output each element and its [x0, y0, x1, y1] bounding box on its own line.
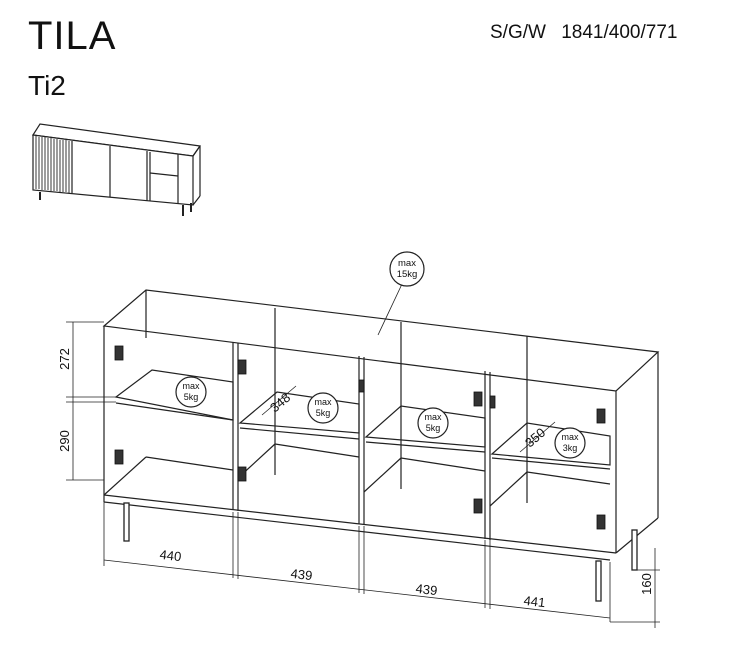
svg-text:max: max — [561, 432, 579, 442]
svg-text:5kg: 5kg — [426, 423, 441, 433]
sideboard-legs — [123, 502, 638, 602]
load-badge-shelf-2: max 5kg — [307, 392, 339, 424]
svg-text:max: max — [398, 258, 416, 269]
sideboard-body — [102, 289, 660, 561]
svg-text:5kg: 5kg — [184, 392, 199, 402]
load-badge-shelf-3: max 5kg — [417, 407, 449, 439]
load-badge-top: max 15kg — [389, 251, 425, 287]
dim-272: 272 — [57, 348, 72, 370]
dim-441: 441 — [523, 593, 546, 610]
svg-text:3kg: 3kg — [563, 443, 578, 453]
hinges — [114, 345, 606, 530]
sideboard-thumbnail — [31, 123, 202, 216]
product-title: TILA — [28, 14, 117, 58]
dim-290: 290 — [57, 430, 72, 452]
svg-text:5kg: 5kg — [316, 408, 331, 418]
dim-160: 160 — [639, 573, 654, 595]
dim-440: 440 — [159, 547, 182, 564]
svg-text:max: max — [424, 412, 442, 422]
svg-text:15kg: 15kg — [397, 269, 418, 280]
svg-text:max: max — [314, 397, 332, 407]
load-badge-shelf-4: max 3kg — [554, 427, 586, 459]
dim-439-a: 439 — [290, 566, 313, 583]
product-model: Ti2 — [28, 70, 66, 101]
dimension-lines — [66, 283, 660, 628]
load-badge-shelf-1: max 5kg — [175, 376, 207, 408]
variant-dimensions: S/G/W 1841/400/771 — [490, 22, 677, 44]
dim-439-b: 439 — [415, 581, 438, 598]
svg-text:max: max — [182, 381, 200, 391]
variant-codes: S/G/W — [490, 22, 546, 43]
overall-dimensions: 1841/400/771 — [561, 22, 678, 43]
